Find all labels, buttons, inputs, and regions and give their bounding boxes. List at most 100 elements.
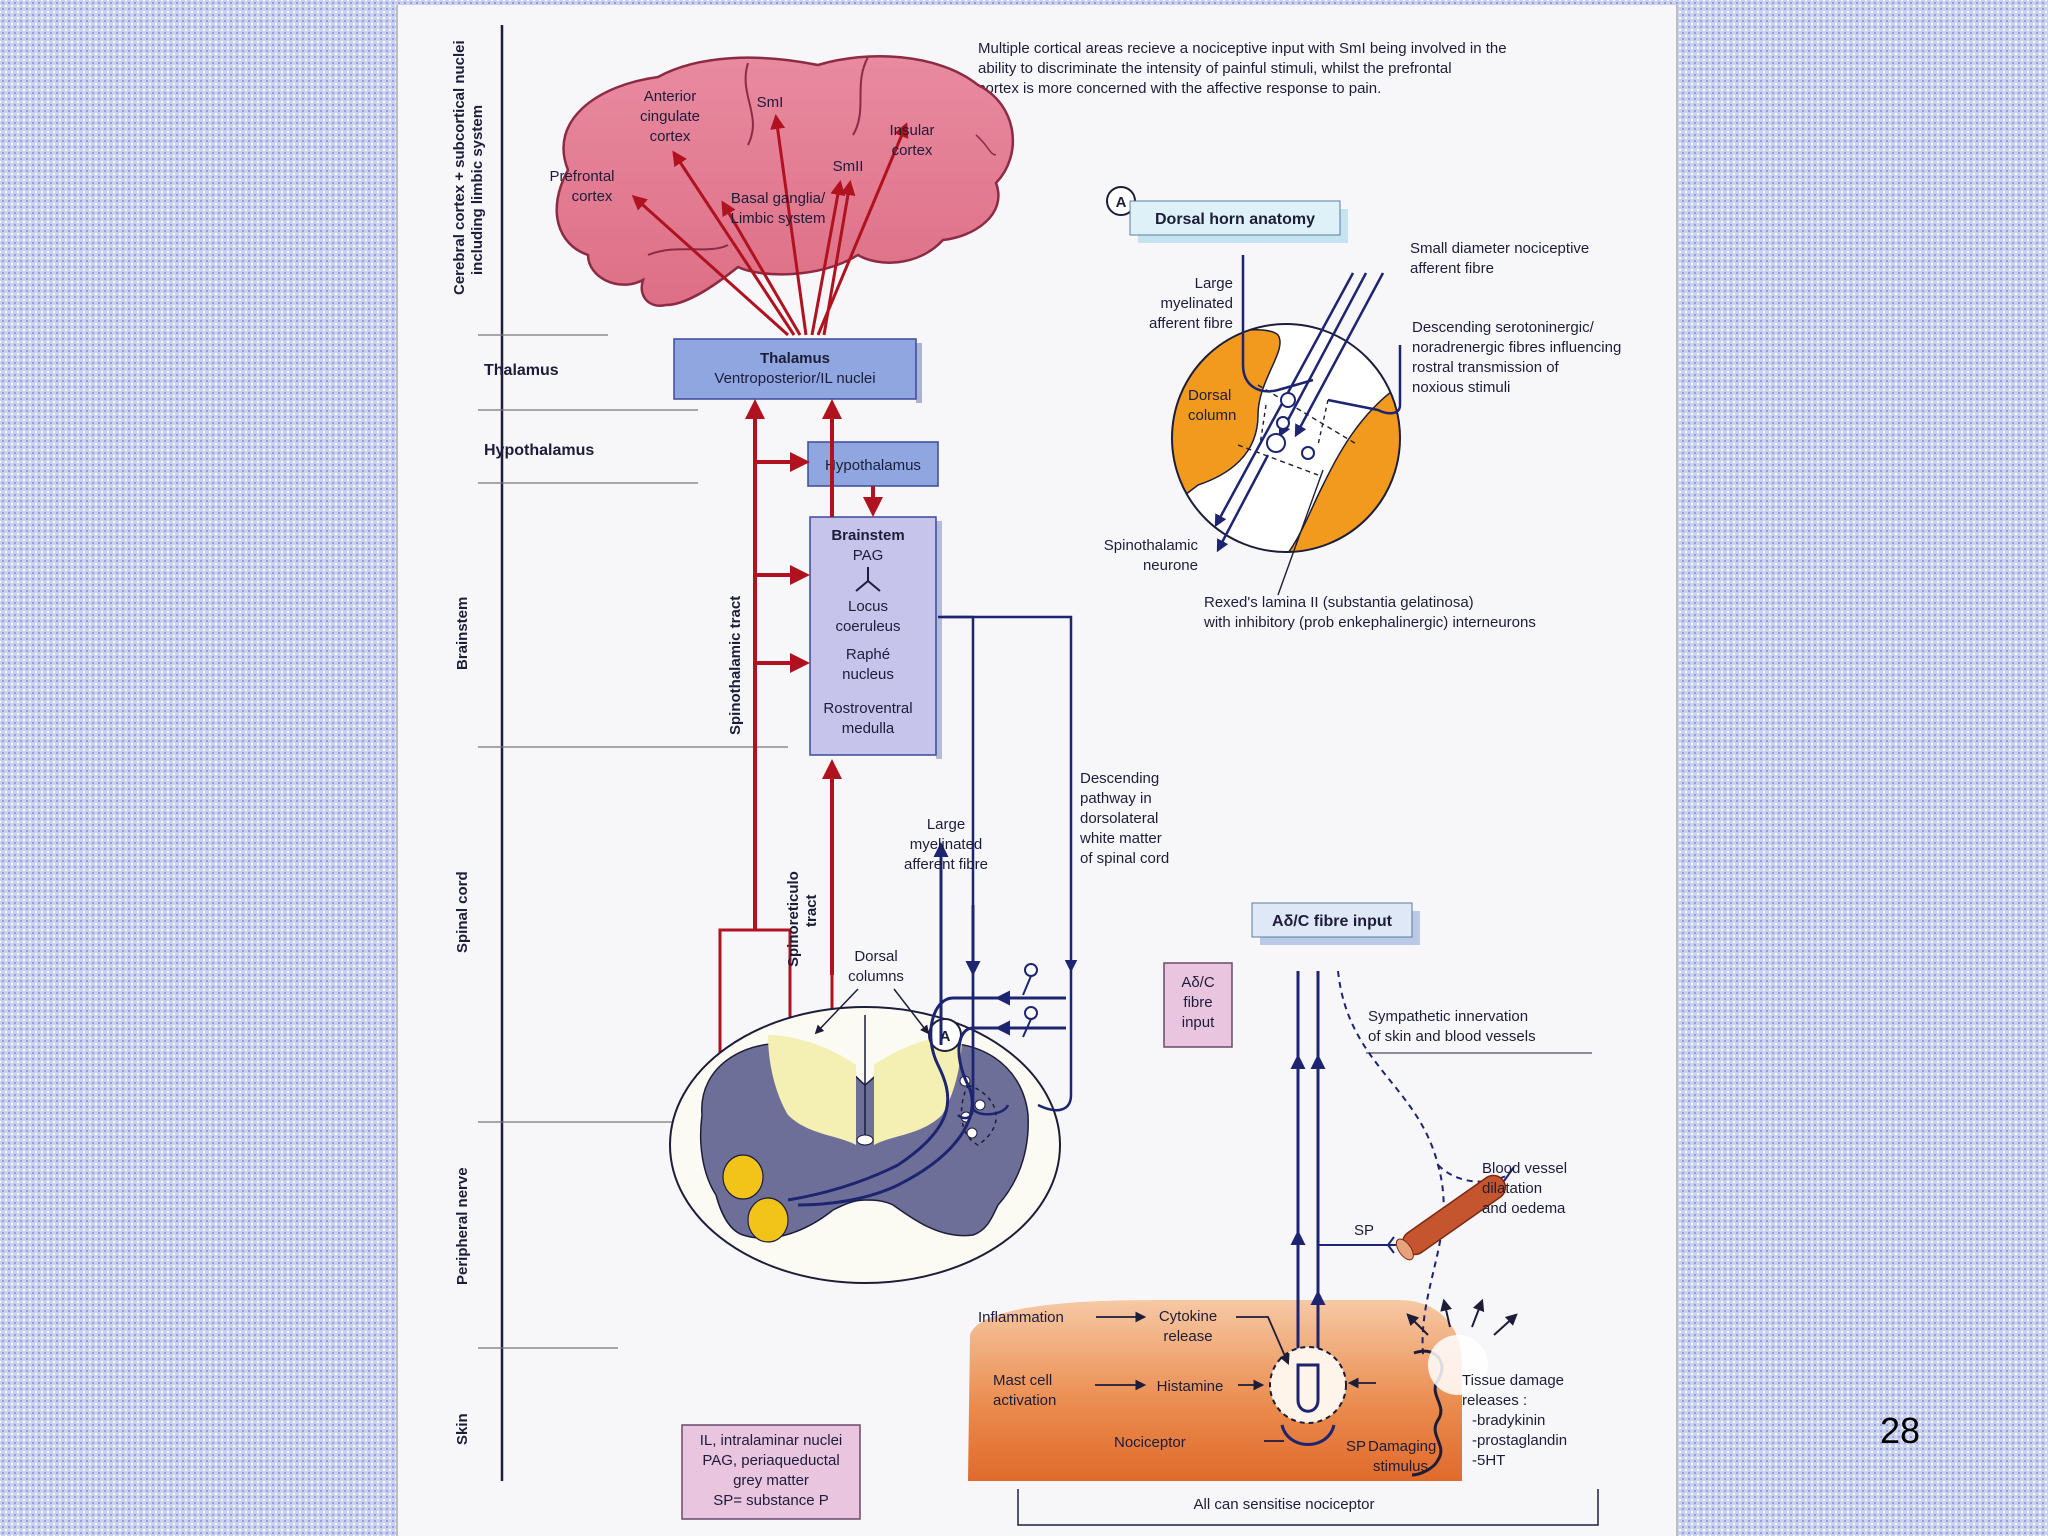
inset-title: Dorsal horn anatomy xyxy=(1155,211,1315,228)
legend-line-2: PAG, periaqueductal xyxy=(702,1452,839,1469)
intro-line-3: cortex is more concerned with the affect… xyxy=(978,80,1381,97)
brain-anterior-2: cingulate xyxy=(640,108,700,125)
periph-cytokine-2: release xyxy=(1163,1328,1212,1345)
brain-insular-2: cortex xyxy=(892,142,933,159)
brainstem-rostro-1: Rostroventral xyxy=(823,700,912,717)
inset-spino-1: Spinothalamic xyxy=(1104,537,1199,554)
brainstem-raphe-1: Raphé xyxy=(846,646,890,663)
inset-desc-3: rostral transmission of xyxy=(1412,359,1560,376)
fibre-input-box-1: Aδ/C xyxy=(1181,974,1215,991)
descending-label-4: white matter xyxy=(1079,830,1162,847)
inset-rexed-1: Rexed's lamina II (substantia gelatinosa… xyxy=(1204,594,1474,611)
fibre-input-box: Aδ/C fibre input xyxy=(1163,962,1233,1048)
large-fibre-label-2: myelinated xyxy=(910,836,983,853)
brain-smi: SmI xyxy=(757,94,784,111)
level-thalamus: Thalamus xyxy=(484,362,559,379)
brain-smii: SmII xyxy=(833,158,864,175)
inset-small-2: afferent fibre xyxy=(1410,260,1494,277)
thalamus-box: Thalamus Ventroposterior/IL nuclei xyxy=(673,338,922,403)
periph-mast-1: Mast cell xyxy=(993,1372,1052,1389)
intro-line-2: ability to discriminate the intensity of… xyxy=(978,60,1452,77)
inset-spino-2: neurone xyxy=(1143,557,1198,574)
brainstem-pag: PAG xyxy=(853,547,884,564)
descending-label-5: of spinal cord xyxy=(1080,850,1169,867)
inset-desc-2: noradrenergic fibres influencing xyxy=(1412,339,1621,356)
level-cortex-line1: Cerebral cortex + subcortical nuclei xyxy=(451,40,468,295)
thalamus-box-title: Thalamus xyxy=(760,350,830,367)
spinothalamic-label: Spinothalamic tract xyxy=(727,596,744,735)
periph-tissue-5: -5HT xyxy=(1472,1452,1505,1469)
skin-tissue xyxy=(968,1300,1462,1481)
descending-label-2: pathway in xyxy=(1080,790,1152,807)
periph-tissue-3: -bradykinin xyxy=(1472,1412,1545,1429)
pain-pathway-diagram: Cerebral cortex + subcortical nuclei inc… xyxy=(451,25,1621,1526)
brain-prefrontal-1: Prefrontal xyxy=(549,168,614,185)
level-column: Cerebral cortex + subcortical nuclei inc… xyxy=(451,25,788,1481)
periph-tissue-4: -prostaglandin xyxy=(1472,1432,1567,1449)
large-fibre-label-3: afferent fibre xyxy=(904,856,988,873)
legend-line-3: grey matter xyxy=(733,1472,809,1489)
dorsal-horn-inset: A Dorsal horn anatomy Large myelinated xyxy=(1104,186,1621,631)
periph-sympathetic-2: of skin and blood vessels xyxy=(1368,1028,1536,1045)
level-hypothalamus: Hypothalamus xyxy=(484,442,594,459)
hypothalamus-box-label: Hypothalamus xyxy=(825,457,921,474)
thalamus-box-sub: Ventroposterior/IL nuclei xyxy=(714,370,875,387)
blood-vessel xyxy=(1395,1174,1507,1261)
brainstem-raphe-2: nucleus xyxy=(842,666,894,683)
periph-histamine: Histamine xyxy=(1157,1378,1224,1395)
slide-number: 28 xyxy=(1880,1410,1921,1451)
periph-sympathetic-1: Sympathetic innervation xyxy=(1368,1008,1528,1025)
cord-marker-a: A xyxy=(940,1028,951,1045)
sp-upper: SP xyxy=(1354,1222,1374,1239)
level-cortex-line2: including limbic system xyxy=(469,105,486,275)
inset-desc-4: noxious stimuli xyxy=(1412,379,1510,396)
inset-large-2: myelinated xyxy=(1160,295,1233,312)
brainstem-box: Brainstem PAG Locus coeruleus Raphé nucl… xyxy=(809,516,942,759)
periph-nociceptor: Nociceptor xyxy=(1114,1434,1186,1451)
legend-line-4: SP= substance P xyxy=(713,1492,829,1509)
large-fibre-label-1: Large xyxy=(927,816,965,833)
level-peripheral-nerve: Peripheral nerve xyxy=(454,1167,471,1285)
synapse-knob xyxy=(1024,1006,1038,1020)
level-skin: Skin xyxy=(454,1413,471,1445)
periph-inflammation: Inflammation xyxy=(978,1309,1064,1326)
brain: Anterior cingulate cortex SmI SmII Insul… xyxy=(549,55,1015,337)
inset-large-3: afferent fibre xyxy=(1149,315,1233,332)
periph-sp-lower: SP xyxy=(1346,1438,1366,1455)
brainstem-locus-1: Locus xyxy=(848,598,888,615)
dorsal-columns-label-2: columns xyxy=(848,968,904,985)
inset-dorsal-2: column xyxy=(1188,407,1236,424)
brain-anterior-1: Anterior xyxy=(644,88,697,105)
periph-vessel-2: dilatation xyxy=(1482,1180,1542,1197)
inset-large-1: Large xyxy=(1195,275,1233,292)
intro-text: Multiple cortical areas recieve a nocice… xyxy=(978,40,1507,97)
periphery: Aδ/C fibre input SP xyxy=(968,902,1599,1526)
level-brainstem: Brainstem xyxy=(454,597,471,670)
cord-nerve-fibres xyxy=(787,615,1066,1207)
fibre-input-box-2: fibre xyxy=(1183,994,1212,1011)
brain-basal-1: Basal ganglia/ xyxy=(731,190,826,207)
spinal-cord: A xyxy=(669,1006,1061,1284)
periph-mast-2: activation xyxy=(993,1392,1056,1409)
brain-insular-1: Insular xyxy=(889,122,934,139)
periph-cytokine-1: Cytokine xyxy=(1159,1308,1217,1325)
level-spinal-cord: Spinal cord xyxy=(454,871,471,953)
abbreviation-legend: IL, intralaminar nuclei PAG, periaqueduc… xyxy=(681,1424,861,1520)
periph-tissue-1: Tissue damage xyxy=(1462,1372,1564,1389)
brainstem-box-title: Brainstem xyxy=(831,527,904,544)
periph-vessel-1: Blood vessel xyxy=(1482,1160,1567,1177)
brain-basal-2: Limbic system xyxy=(730,210,825,227)
brain-prefrontal-2: cortex xyxy=(572,188,613,205)
periph-damaging-1: Damaging xyxy=(1368,1438,1436,1455)
inset-marker-a: A xyxy=(1116,194,1127,211)
intro-line-1: Multiple cortical areas recieve a nocice… xyxy=(978,40,1507,57)
inset-dorsal-1: Dorsal xyxy=(1188,387,1231,404)
hypothalamus-box: Hypothalamus xyxy=(807,441,939,487)
spinoreticulo-label-1: Spinoreticulo xyxy=(785,871,802,967)
spinoreticulo-label-2: tract xyxy=(803,894,820,927)
synapse-knob xyxy=(1024,963,1038,977)
figure-panel: Cerebral cortex + subcortical nuclei inc… xyxy=(396,5,1678,1536)
fibre-input-box-3: input xyxy=(1182,1014,1215,1031)
descending-label-3: dorsolateral xyxy=(1080,810,1158,827)
inset-rexed-2: with inhibitory (prob enkephalinergic) i… xyxy=(1203,614,1536,631)
